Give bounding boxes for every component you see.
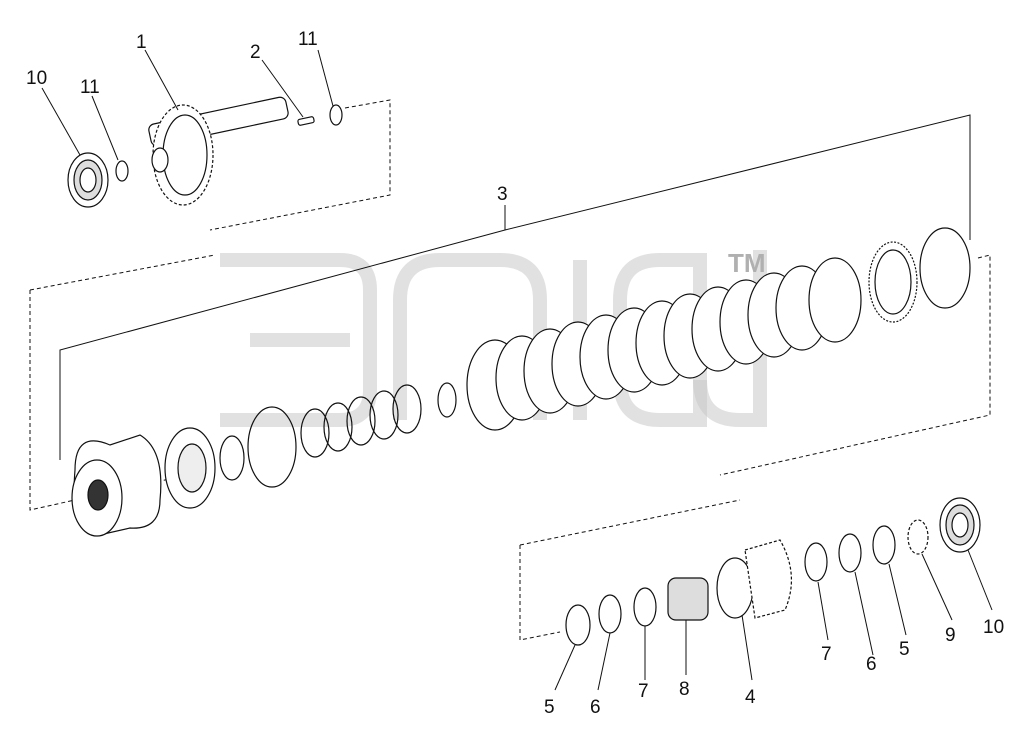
- callout-3: 3: [497, 184, 508, 205]
- part-thrust-washer-left: [565, 604, 591, 646]
- part-seal-large: [247, 406, 297, 488]
- callout-6-left: 6: [590, 697, 601, 718]
- part-pin: [297, 116, 315, 126]
- assembly-boundary-top: [209, 99, 391, 231]
- assembly-boundary-main: [29, 254, 991, 511]
- callout-1: 1: [136, 32, 147, 53]
- part-o-ring-top: [329, 104, 343, 126]
- part-shim-left: [633, 587, 657, 627]
- watermark: TM: [220, 248, 767, 427]
- callout-7-right: 7: [821, 644, 832, 665]
- part-driven-gear: [716, 539, 793, 619]
- part-spring-washers: [300, 384, 422, 458]
- part-bearing-bottom: [939, 497, 981, 553]
- callout-9: 9: [945, 625, 956, 646]
- part-snap-ring-top: [115, 160, 129, 182]
- callout-5-right: 5: [899, 639, 910, 660]
- part-thrust-washer-right: [872, 525, 896, 565]
- callout-8: 8: [679, 679, 690, 700]
- part-needle-bearing: [667, 577, 709, 621]
- callout-2: 2: [250, 42, 261, 63]
- callouts: 1 2 11 10 11 3 5 6 7 8 4 7 6 5 9 10: [26, 29, 1004, 718]
- trademark-mark: TM: [728, 248, 766, 278]
- part-seal-small: [219, 435, 245, 481]
- callout-11-upper: 11: [298, 29, 318, 50]
- part-piston: [164, 427, 216, 509]
- callout-7-left: 7: [638, 681, 649, 702]
- part-lock-washer: [907, 519, 929, 555]
- part-shim-right: [804, 542, 828, 582]
- part-bearing-top: [67, 152, 109, 208]
- callout-6-right: 6: [866, 654, 877, 675]
- callout-4: 4: [745, 687, 756, 708]
- callout-11-left: 11: [80, 77, 100, 98]
- assembly-bracket-3: [59, 114, 971, 460]
- part-pressure-plate: [868, 241, 918, 323]
- part-thrust-bearing-left: [598, 594, 622, 634]
- assembly-boundary-bottom: [519, 499, 741, 641]
- callout-5-left: 5: [544, 697, 555, 718]
- part-clutch-drum: [71, 434, 162, 537]
- part-snap-ring-main: [437, 382, 457, 418]
- callout-10-upper: 10: [26, 68, 47, 89]
- part-thrust-bearing-right: [838, 533, 862, 573]
- part-snap-ring-large: [919, 227, 971, 309]
- leader-lines: [41, 49, 993, 691]
- part-gear-shaft: [148, 96, 289, 206]
- callout-10-lower: 10: [983, 617, 1004, 638]
- part-clutch-pack: [466, 257, 862, 431]
